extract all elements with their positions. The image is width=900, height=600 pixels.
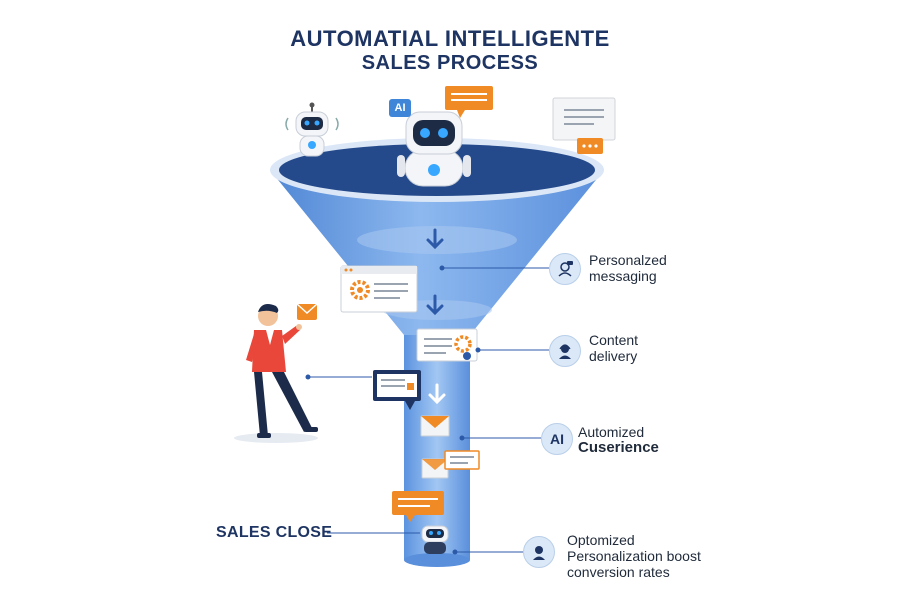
stage-label-line: Content [589, 332, 639, 348]
stage-label-line: Personalization boost [567, 548, 701, 564]
stage-label-automized: Automized Cuserience [578, 424, 659, 456]
connector-dot [439, 265, 445, 271]
connector-dot [452, 549, 458, 555]
content-card-icon [416, 328, 478, 362]
message-card-icon [444, 450, 480, 470]
person-chat-icon [549, 253, 581, 285]
monitor-icon [373, 370, 421, 410]
funnel-band [357, 226, 517, 254]
envelope-icon [421, 458, 449, 479]
stage-label-personalized-messaging: Personalzed messaging [589, 252, 667, 284]
diagram-title-line-2: SALES PROCESS [361, 52, 539, 74]
connector-dot [459, 435, 465, 441]
envelope-icon [420, 415, 450, 437]
stage-label-line: Personalzed [589, 252, 667, 268]
robot-icon [397, 111, 471, 187]
ai-badge-text: AI [550, 431, 564, 447]
businessman-figure [234, 304, 318, 443]
down-arrow-icon [428, 383, 446, 405]
connector-dot [305, 374, 311, 380]
stage-label-content-delivery: Content delivery [589, 332, 638, 364]
chat-bubble-icon [445, 86, 493, 118]
stage-label-line: Optomized [567, 532, 635, 548]
sales-close-label: SALES CLOSE [216, 524, 333, 541]
mail-bubble-icon [296, 303, 318, 320]
chat-bubble-icon [392, 491, 444, 522]
stage-label-line: Automized [578, 424, 645, 440]
stage-label-line: Cuserience [578, 439, 659, 456]
ai-badge-icon: AI [541, 423, 573, 455]
small-robot-icon [285, 102, 339, 157]
headset-person-icon [549, 335, 581, 367]
ai-tag: AI [389, 99, 411, 117]
small-robot-icon [421, 525, 449, 554]
settings-window-icon [340, 265, 418, 313]
stage-label-line: messaging [589, 268, 657, 284]
document-card-icon [552, 97, 616, 154]
down-arrow-icon [426, 228, 444, 316]
diagram-title-line-1: AUTOMATIAL INTELLIGENTE [290, 26, 610, 51]
person-avatar-icon [523, 536, 555, 568]
connector-line [308, 267, 549, 553]
stage-label-line: conversion rates [567, 564, 670, 580]
funnel-tube-bottom [404, 553, 470, 567]
stage-label-line: delivery [589, 348, 638, 364]
connector-dot [475, 347, 481, 353]
stage-label-optimized: Optomized Personalization boost conversi… [567, 532, 701, 580]
